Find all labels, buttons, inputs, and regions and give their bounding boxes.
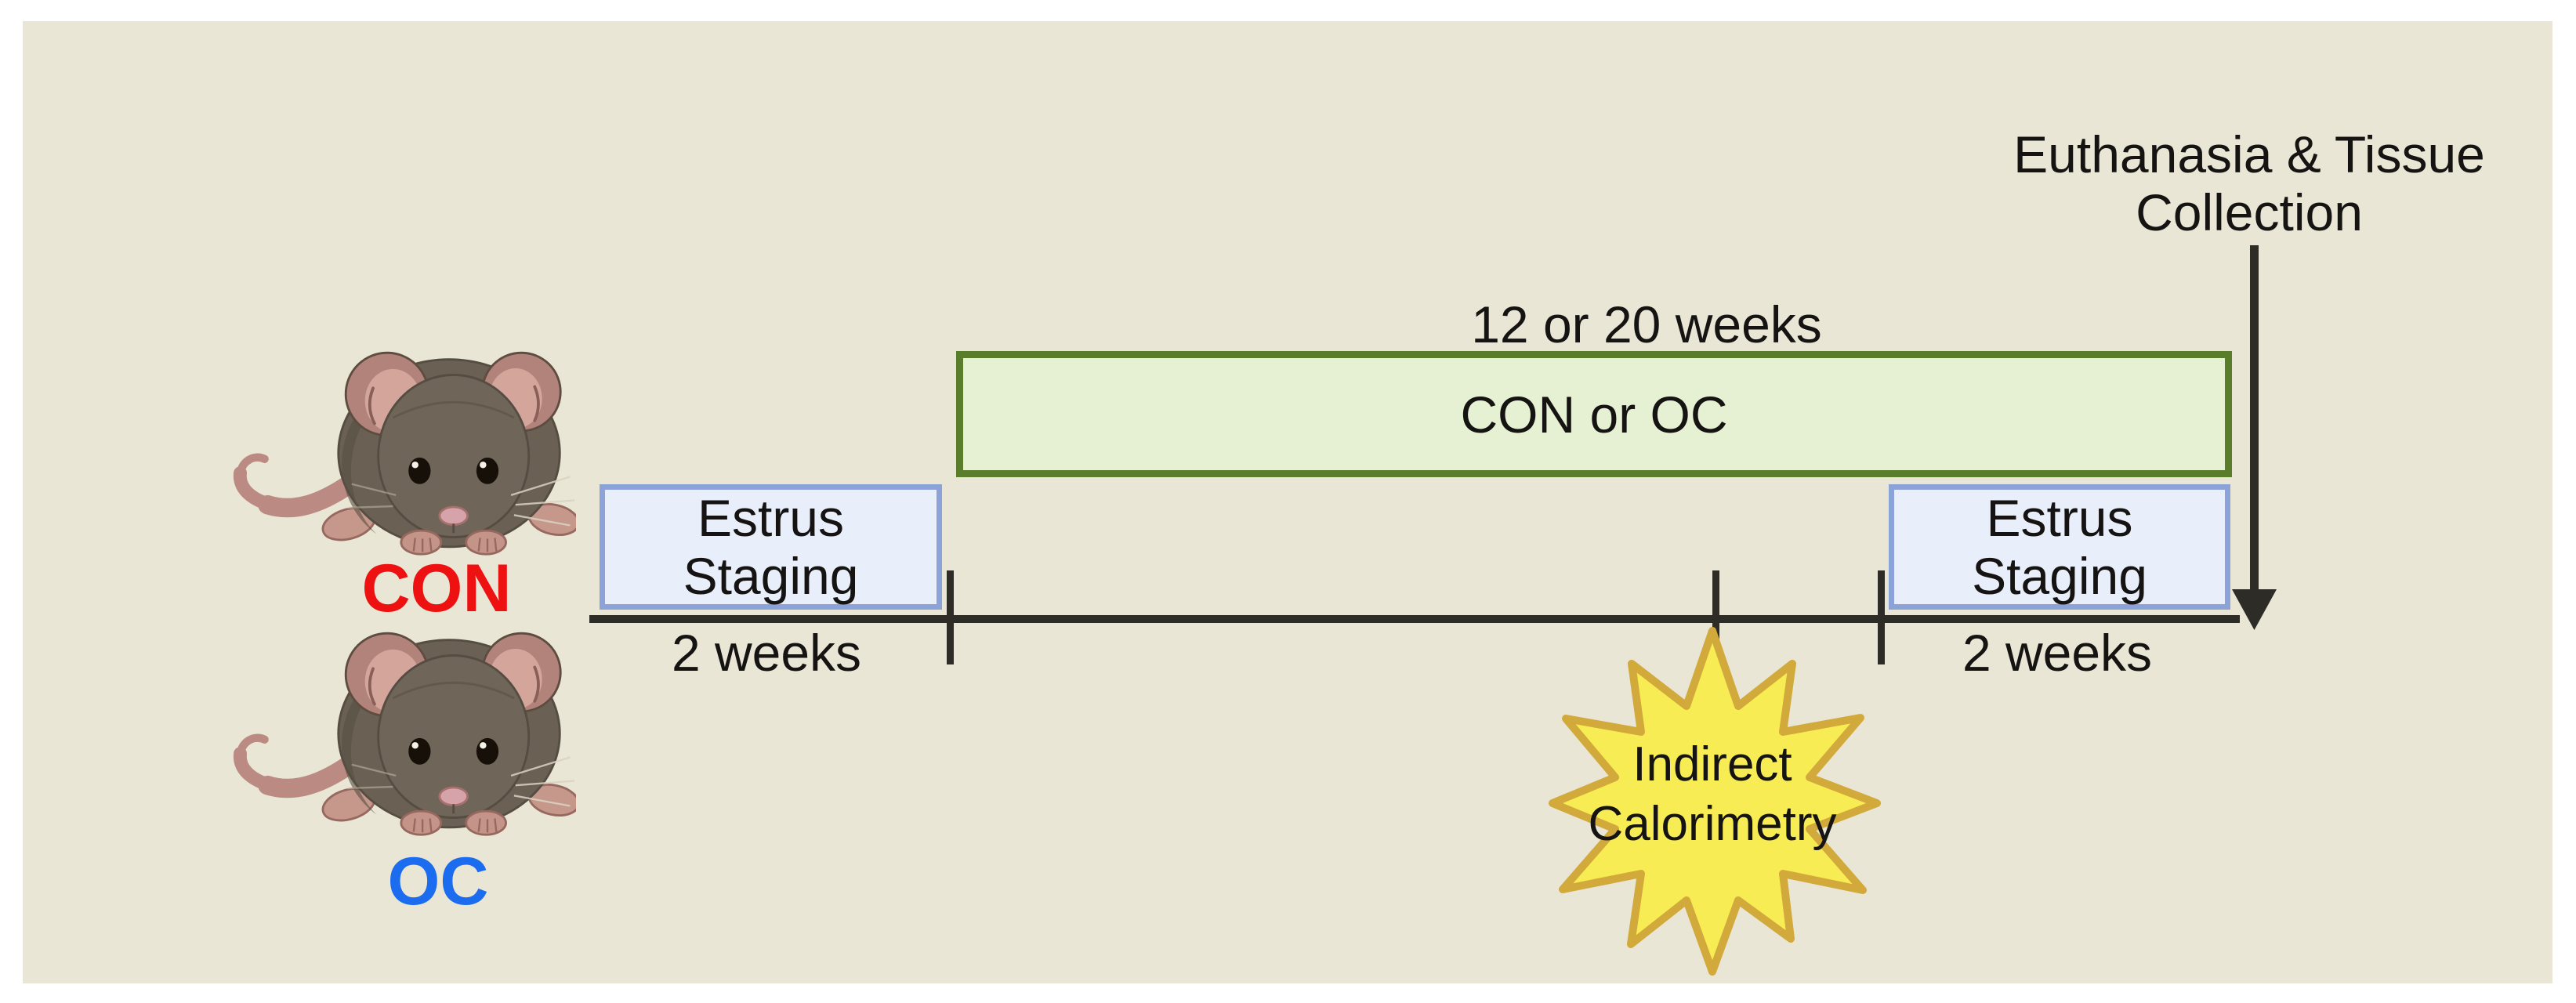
endpoint-line2: Collection — [2136, 183, 2363, 241]
timeline-tick — [1712, 570, 1719, 664]
endpoint-arrow-line — [2250, 245, 2259, 596]
estrus-right-line1: Estrus — [1986, 489, 2133, 547]
starburst-shape — [1549, 627, 1881, 976]
endpoint-label: Euthanasia & Tissue Collection — [2013, 125, 2485, 241]
estrus-right-line2: Staging — [1972, 547, 2147, 605]
estrus-staging-box-left: Estrus Staging — [600, 484, 942, 610]
estrus-left-line1: Estrus — [697, 489, 845, 547]
estrus-staging-box-right: Estrus Staging — [1889, 484, 2230, 610]
treatment-bar: CON or OC — [956, 351, 2232, 477]
treatment-duration-label: 12 or 20 weeks — [1471, 295, 1822, 353]
calorimetry-label: Indirect Calorimetry — [1589, 735, 1837, 854]
timeline-axis — [589, 615, 2240, 623]
estrus-left-line2: Staging — [683, 547, 859, 605]
treatment-bar-label: CON or OC — [1460, 385, 1728, 444]
endpoint-line1: Euthanasia & Tissue — [2013, 125, 2485, 183]
endpoint-arrowhead — [2232, 589, 2277, 630]
estrus-right-duration: 2 weeks — [1962, 624, 2153, 682]
mouse-illustration-oc — [222, 610, 576, 838]
group-label-con: CON — [361, 551, 512, 626]
group-label-oc: OC — [387, 844, 489, 919]
mouse-illustration-con — [222, 329, 576, 558]
calorimetry-line1: Indirect — [1632, 737, 1792, 791]
timeline-tick — [947, 570, 954, 664]
timeline-tick — [1878, 570, 1885, 664]
calorimetry-line2: Calorimetry — [1588, 797, 1837, 851]
estrus-left-duration: 2 weeks — [671, 624, 862, 682]
calorimetry-starburst — [1549, 627, 1881, 976]
